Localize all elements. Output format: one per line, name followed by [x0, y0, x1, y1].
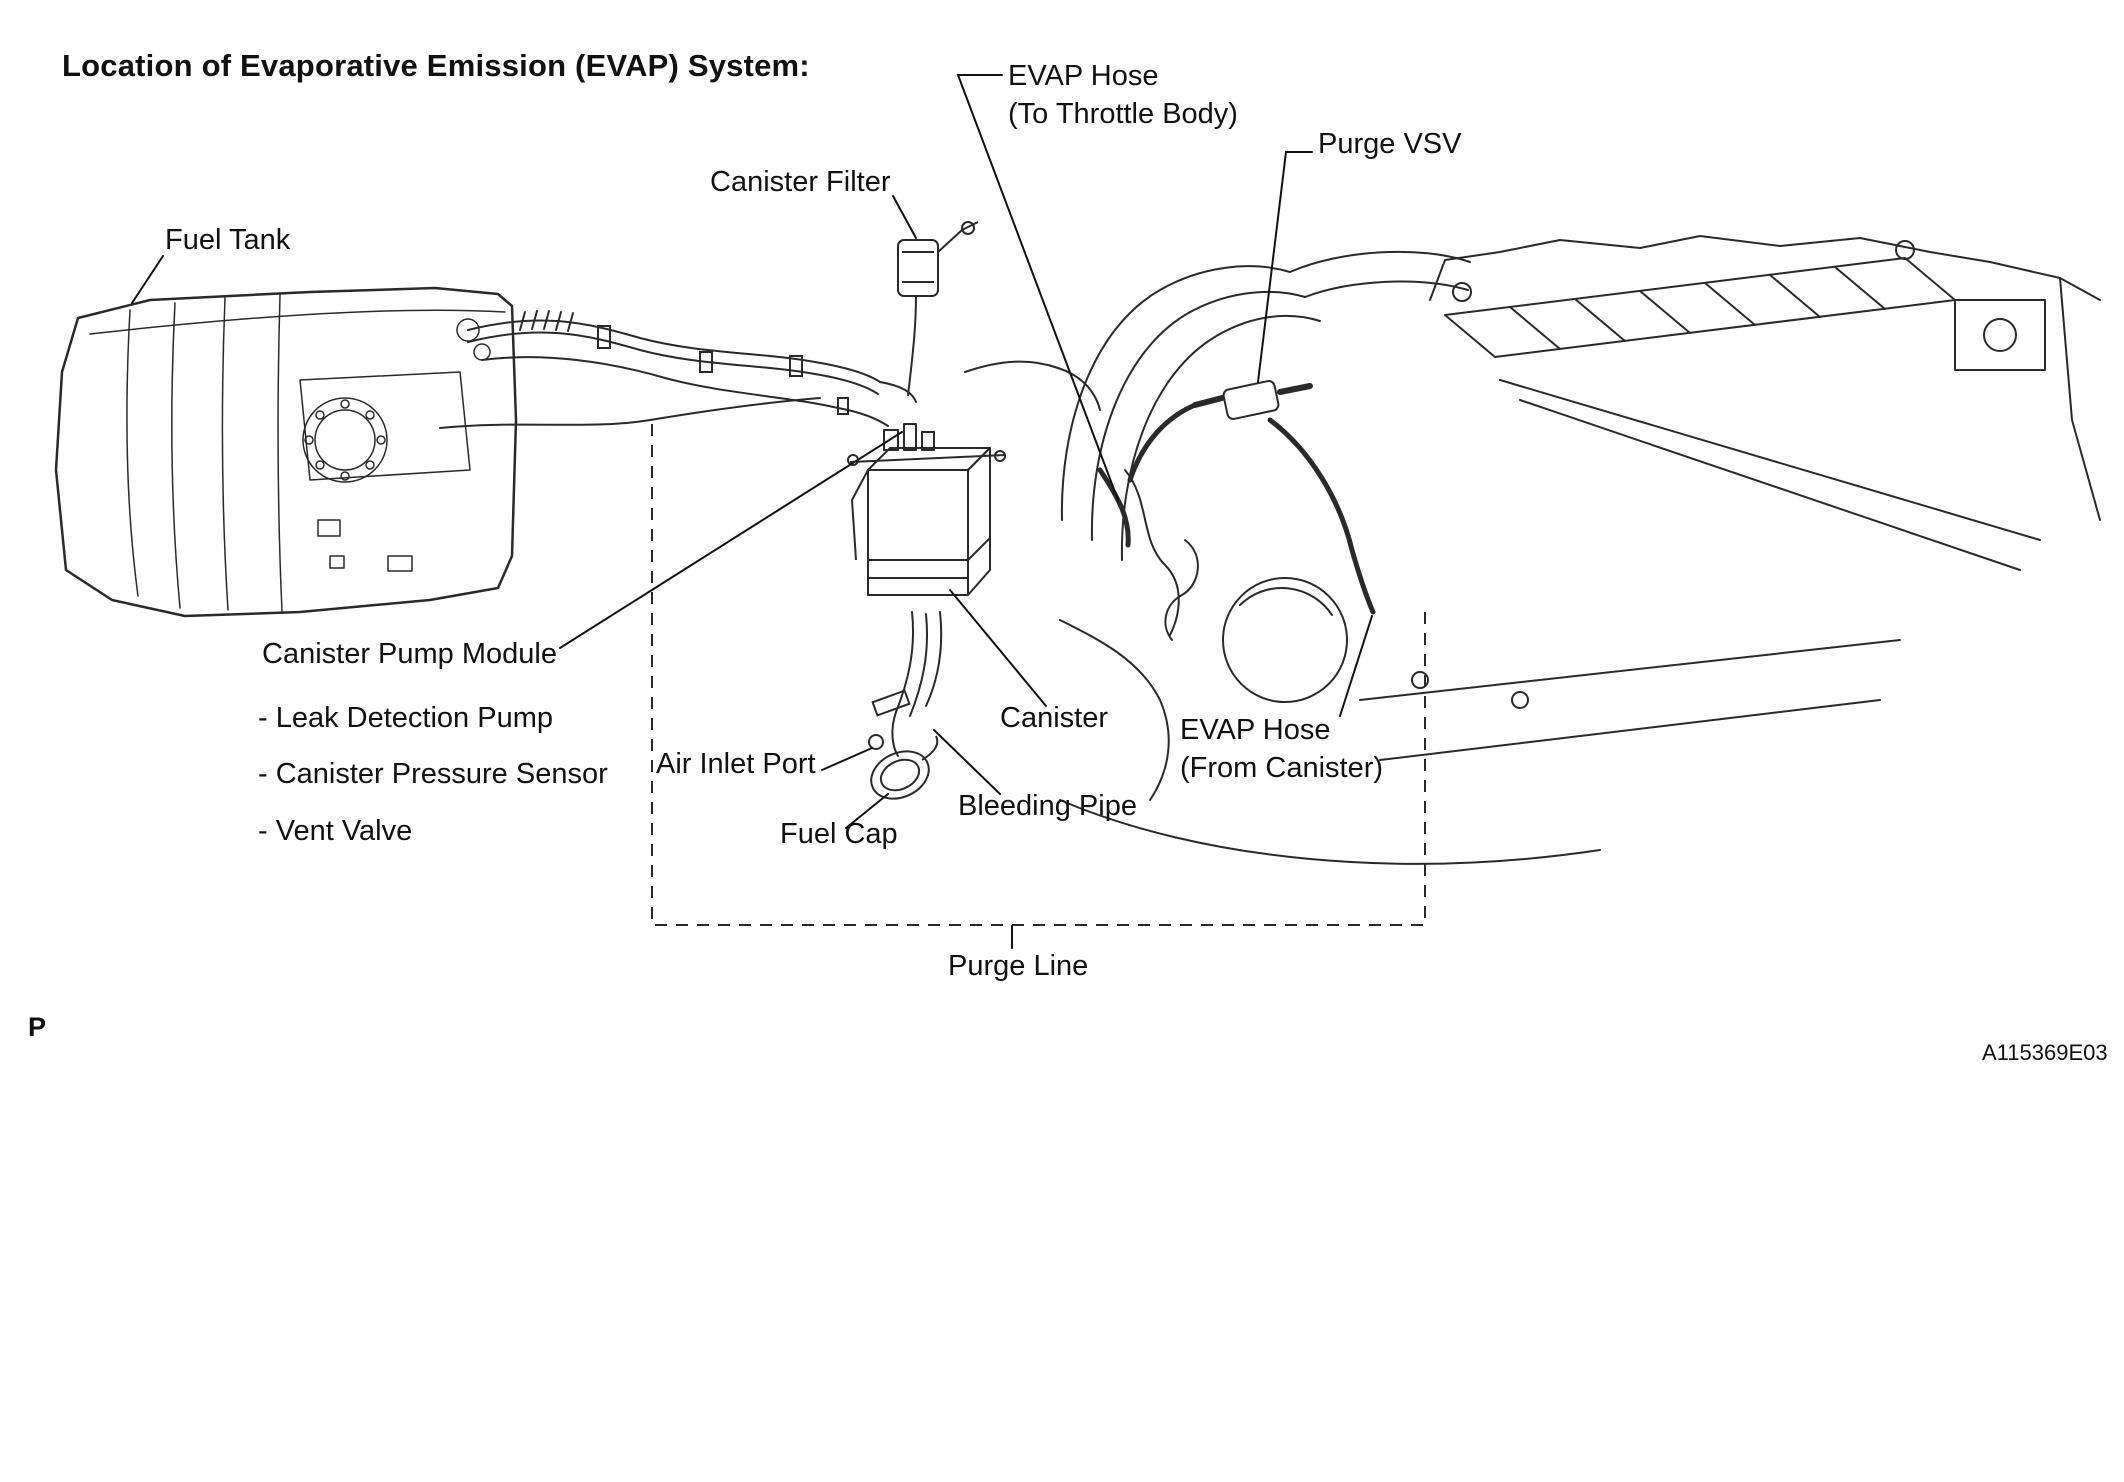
purge-vsv-leader-line: [1257, 151, 1313, 383]
air-inlet-port-leader-line: [821, 747, 873, 771]
fuel-tank-leader-line: [131, 255, 164, 304]
label-air-inlet-port: Air Inlet Port: [656, 748, 816, 780]
evap-hose-from-canister-drawing: [1267, 417, 1376, 615]
label-bleeding-pipe: Bleeding Pipe: [958, 790, 1137, 822]
label-canister-pressure-sensor: - Canister Pressure Sensor: [258, 758, 608, 790]
fuel-tank-drawing: [54, 286, 518, 618]
page-title: Location of Evaporative Emission (EVAP) …: [62, 48, 810, 83]
fuel-cap-drawing: [868, 734, 939, 800]
label-fuel-tank: Fuel Tank: [165, 224, 291, 256]
canister-drawing: [847, 423, 1006, 596]
label-canister-filter: Canister Filter: [710, 166, 891, 198]
label-evap-hose-from-canister: EVAP Hose (From Canister): [1180, 714, 1384, 784]
canister-pump-module-leader-line: [559, 431, 903, 649]
label-purge-line: Purge Line: [948, 950, 1089, 982]
page-marker: P: [28, 1012, 47, 1042]
label-evap-hose-to-throttle: EVAP Hose (To Throttle Body): [1008, 60, 1238, 130]
label-vent-valve: - Vent Valve: [258, 815, 413, 847]
label-leak-detection-pump: - Leak Detection Pump: [258, 702, 553, 734]
label-canister-pump-module: Canister Pump Module: [262, 638, 557, 670]
bleeding-pipe-leader-line: [933, 729, 1001, 795]
purge-vsv-drawing: [1127, 380, 1313, 483]
leader-lines: [131, 74, 1373, 949]
canister-leader-line: [949, 589, 1047, 707]
fuel-pipes-drawing: [439, 310, 1101, 757]
evap-hose-from-canister-leader-line: [1339, 615, 1373, 717]
label-purge-vsv: Purge VSV: [1318, 128, 1462, 160]
canister-filter-leader-line: [892, 195, 917, 239]
engine-drawing: [1059, 235, 2101, 865]
purge-line-dashed-boundary: [651, 424, 1426, 926]
evap-hose-to-throttle-leader-line: [956, 74, 1119, 501]
fuel-cap-leader-line: [845, 793, 889, 829]
canister-filter-drawing: [897, 221, 979, 397]
label-fuel-cap: Fuel Cap: [780, 818, 898, 850]
label-canister: Canister: [1000, 702, 1108, 734]
figure-code: A115369E03: [1982, 1040, 2108, 1065]
